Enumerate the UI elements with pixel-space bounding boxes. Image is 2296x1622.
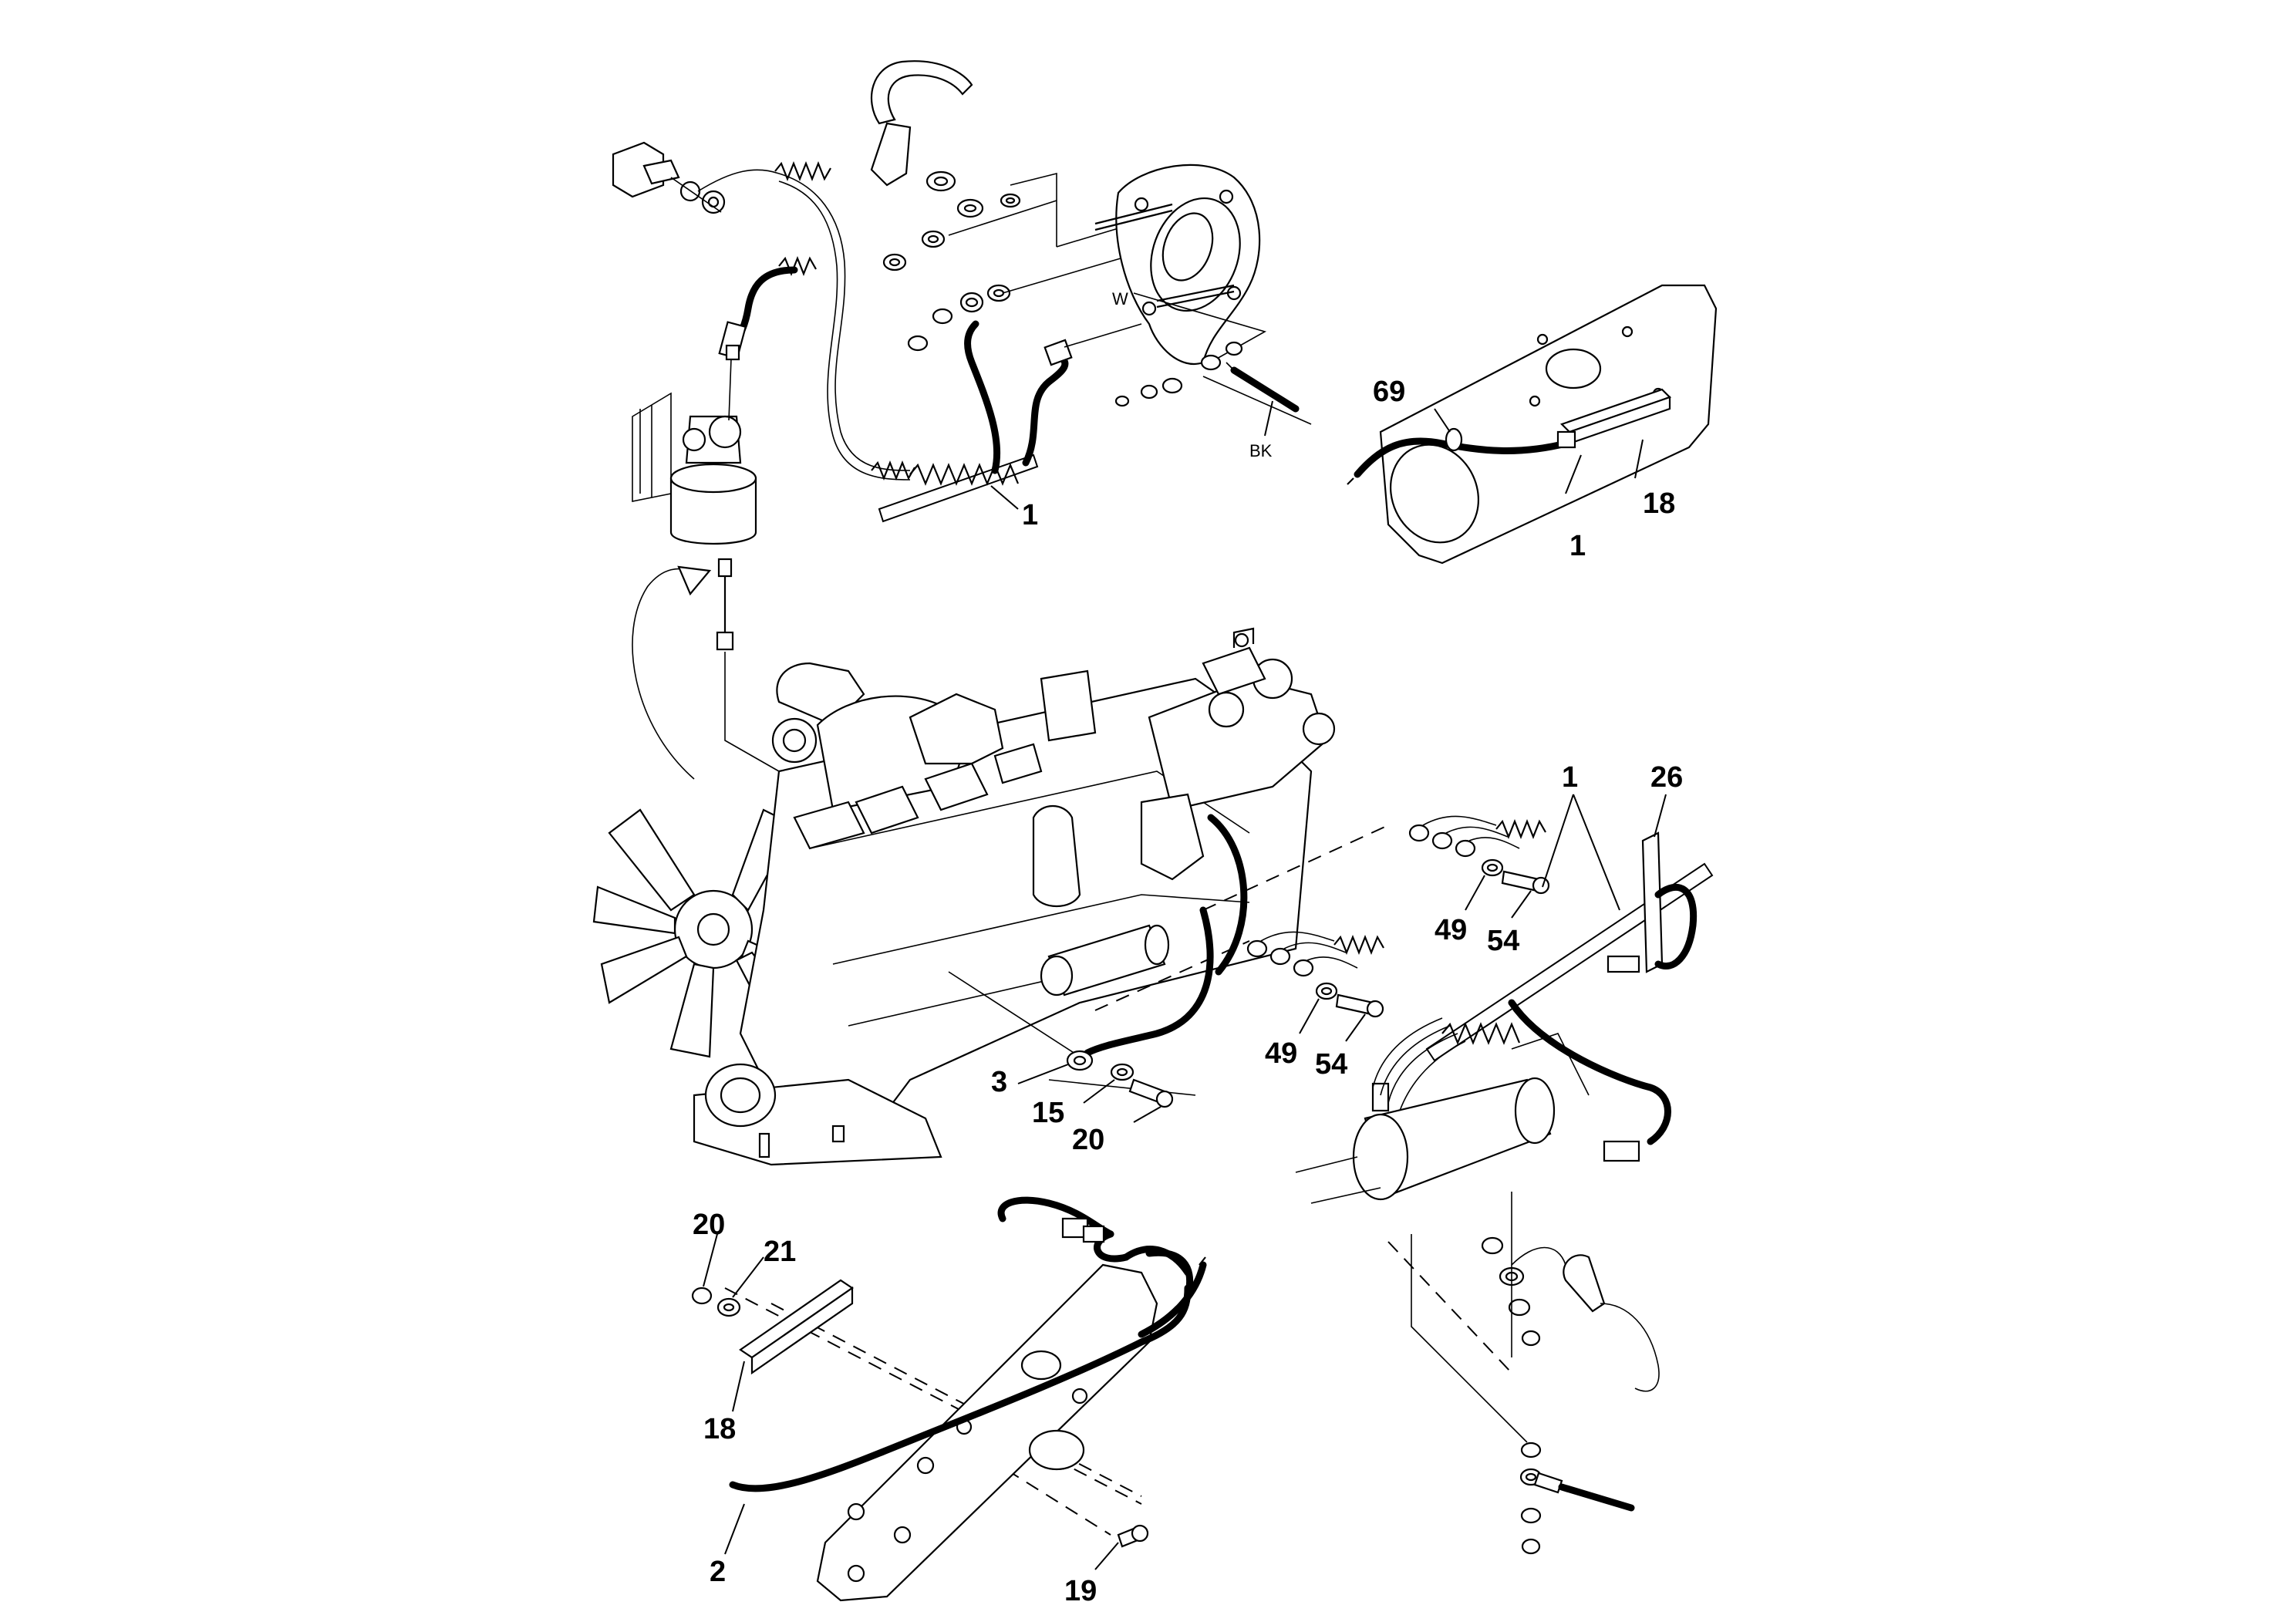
starter-motor-right: [1295, 1033, 1590, 1204]
filter-canister: [632, 358, 757, 545]
callout-3: 3: [991, 1066, 1007, 1098]
starter-motor: [1040, 924, 1170, 996]
right-harness: [1246, 794, 1714, 1555]
callout-18-bracket: 18: [703, 1413, 736, 1445]
callout-1-plate: 1: [1569, 530, 1586, 562]
callout-bk: BK: [1249, 441, 1273, 460]
callout-1-top: 1: [1022, 499, 1038, 531]
callout-49-a: 49: [1435, 914, 1467, 946]
callout-1-right: 1: [1562, 761, 1578, 794]
callout-18-plate: 18: [1643, 487, 1675, 520]
callout-15: 15: [1032, 1097, 1064, 1129]
engine-assembly: [592, 558, 1336, 1166]
top-cable-harness: [632, 60, 1142, 545]
callout-w: W: [1112, 289, 1128, 309]
cable-coil-top: [774, 161, 831, 181]
callout-20-lower: 20: [1072, 1124, 1104, 1156]
callout-21: 21: [764, 1236, 796, 1268]
callout-49-b: 49: [1265, 1037, 1297, 1070]
bk-battery-cable: BK W: [1112, 289, 1312, 460]
callout-54-a: 54: [1487, 925, 1519, 957]
sender-assembly: [612, 141, 726, 214]
callout-54-b: 54: [1315, 1048, 1347, 1081]
frame-plate-top-right: [1347, 284, 1718, 565]
hydraulic-pump: [1148, 627, 1336, 811]
callout-19: 19: [1064, 1575, 1097, 1607]
ground-terminal-lower: [1017, 1050, 1174, 1123]
callout-20-bracket: 20: [693, 1209, 725, 1241]
frame-plate-bottom: [691, 1196, 1207, 1602]
callout-2: 2: [710, 1556, 726, 1588]
callout-69: 69: [1373, 376, 1405, 408]
callout-26: 26: [1650, 761, 1683, 794]
starter-flange: [1094, 164, 1261, 365]
